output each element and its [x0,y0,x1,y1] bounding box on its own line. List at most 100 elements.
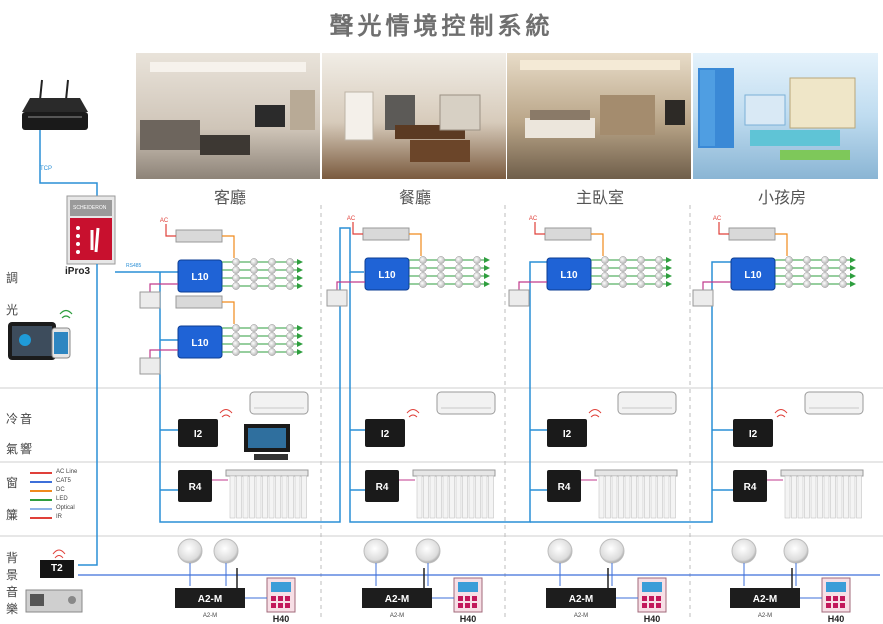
legend-item: CAT5 [30,477,77,486]
side-label-climate-3: 氣 [6,442,19,456]
bulb-icon [286,340,294,348]
bulb-icon [785,256,793,264]
bulb-icon [250,274,258,282]
ceiling-speaker-icon [415,538,441,564]
h40-key [642,596,647,601]
curtain-fold [598,475,605,519]
curtain-fold [663,475,670,519]
room-photo-master-bedroom [507,53,691,179]
side-label-curtain-2: 簾 [6,508,19,522]
curtain-fold [611,475,618,519]
bulb-icon [250,282,258,290]
h40-key [278,596,283,601]
bulb-icon [803,256,811,264]
curtain-fold [624,475,631,519]
air-conditioner [617,391,677,415]
bulb-icon [785,272,793,280]
curtain-fold [468,475,475,519]
l10-module [364,257,410,291]
bulb-icon [437,256,445,264]
h40-screen [271,582,291,592]
h40-key [826,603,831,608]
a2m-amplifier [175,588,245,608]
curtain-fold [249,475,255,519]
curtain-fold [488,475,494,519]
bulb-icon [839,280,847,288]
h40-screen [458,582,478,592]
i2-module [178,419,218,447]
legend-swatch [30,471,52,474]
legend-swatch [30,480,52,483]
curtain-group: R4 [733,469,864,519]
climate-group: I2 [178,391,309,447]
i2-label: I2 [563,429,572,440]
dimmer-group: L10 [139,295,303,375]
side-label-music-4: 樂 [6,602,19,616]
row-separators [0,387,883,537]
r4-module [365,470,399,502]
bulb-icon [839,272,847,280]
curtain-fold [631,475,637,519]
bulb-icon [821,280,829,288]
bulb-icon [250,340,258,348]
side-label-curtain-1: 窗 [6,476,19,490]
curtain-fold [242,475,249,519]
h40-key [833,596,838,601]
curtain-group: R4 [547,469,678,519]
h40-key [649,596,654,601]
ir-icon [588,409,602,418]
bulb-icon [268,332,276,340]
legend-swatch [30,498,52,501]
curtain-fold [843,475,849,519]
bulb-icon [601,264,609,272]
bulb-icon [232,266,240,274]
bulb-icon [250,266,258,274]
t2-audio-master [40,549,74,578]
room-photo-dining [322,53,506,179]
tcp-label: TCP [40,166,52,172]
legend-label: IR [56,514,62,520]
i2-label: I2 [749,429,758,440]
climate-group: I2 [365,391,496,447]
h40-key [458,603,463,608]
bulb-icon [232,282,240,290]
air-conditioner [436,391,496,415]
i2-label: I2 [194,429,203,440]
ac-wire [718,222,729,235]
led-driver [175,229,223,243]
ipro3-controller [66,195,116,265]
curtain-fold [605,475,611,519]
curtain-fold [804,475,810,519]
h40-key [840,596,845,601]
bulb-icon [437,280,445,288]
curtain-rail [225,469,309,477]
ceiling-speaker-icon [547,538,573,564]
bulb-icon [268,258,276,266]
h40-label: H40 [828,614,845,624]
bulb-icon [286,332,294,340]
h40-label: H40 [273,614,290,624]
bulb-icon [286,258,294,266]
h40-key [458,596,463,601]
ir-icon [219,409,233,418]
ceiling-speaker-icon [783,538,809,564]
switch-wire [149,283,178,292]
curtain-fold [836,475,843,519]
legend-label: CAT5 [56,478,71,484]
bulb-icon [232,340,240,348]
ceiling-speaker-icon [599,538,625,564]
speaker-wire [189,563,227,586]
speaker-wire [743,563,797,586]
room-label-master: 主臥室 [575,188,624,207]
legend-item: LED [30,495,77,504]
l10-module [177,259,223,293]
h40-key [465,603,470,608]
bulb-icon [232,258,240,266]
legend-item: AC Line [30,468,77,477]
bulb-icon [655,256,663,264]
bulb-icon [232,348,240,356]
bulb-icon [637,256,645,264]
